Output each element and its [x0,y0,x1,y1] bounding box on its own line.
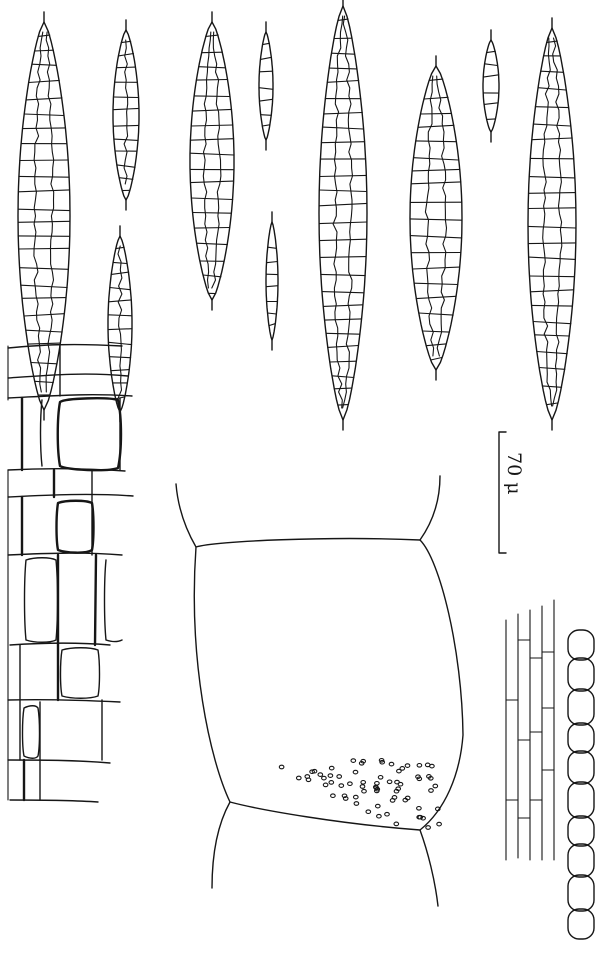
ray-outline [528,28,576,420]
ray-groups [18,0,576,430]
ray-outline [266,222,278,340]
granule [353,770,358,774]
filament-cell [568,875,594,911]
granule [417,764,422,768]
granule [366,810,371,814]
filament-cell [568,751,594,784]
filament-cell [568,844,594,877]
granule [417,807,422,811]
granule [395,780,400,784]
granule [354,802,359,806]
ray-outline [259,32,273,140]
filament-cell [568,782,594,818]
filament-cell [568,816,594,846]
rectangular-cell-tissue [8,345,133,802]
cell-groups-panel [18,0,576,430]
granule [348,782,353,786]
granule [405,764,410,768]
granule [318,773,323,777]
ray-group [483,30,499,142]
ray-group [113,20,139,210]
granule [360,785,365,789]
granule [305,775,310,779]
granule [387,780,392,784]
granule [394,789,399,793]
granule [429,789,434,793]
granule [394,822,399,826]
granule [433,784,438,788]
filament-cell [568,909,594,939]
granule [354,795,359,799]
granule [337,775,342,779]
ray-group [259,22,273,150]
elongated-cells [506,600,554,860]
ray-group [190,12,234,310]
filament-cell [568,630,594,660]
ray-outline [190,22,234,300]
granule [385,812,390,816]
granule [426,826,431,830]
filament-cell [568,723,594,753]
granule [389,762,394,766]
granule [351,759,356,763]
ray-group [266,212,278,350]
granule [328,774,333,778]
granule [331,794,336,798]
filament-cell [568,689,594,725]
granule [390,799,395,803]
ray-group [18,12,70,420]
ray-outline [483,40,499,132]
scale-bar-label: 70 μ [503,452,525,495]
granule [377,814,382,818]
granule [323,783,328,787]
filament-cell [568,658,594,691]
ray-outline [410,66,462,370]
granule [376,804,381,808]
granule [342,794,347,798]
granule [375,782,380,786]
granule [322,776,327,780]
granule [329,781,334,785]
ray-group [410,56,462,380]
granule [339,784,344,788]
granule [297,776,302,780]
granule [361,781,366,785]
granule [400,767,405,771]
granule [362,789,367,793]
granule [329,766,334,770]
ray-outline [18,22,70,410]
large-cell [176,476,463,906]
ray-group [319,0,367,430]
cell-filament [568,630,594,939]
granule [437,822,442,826]
granule [279,765,284,769]
scale-bar: 70 μ [499,432,525,553]
granule-cluster [279,759,441,830]
granule [378,776,383,780]
ray-group [108,226,132,422]
ray-group [528,18,576,430]
